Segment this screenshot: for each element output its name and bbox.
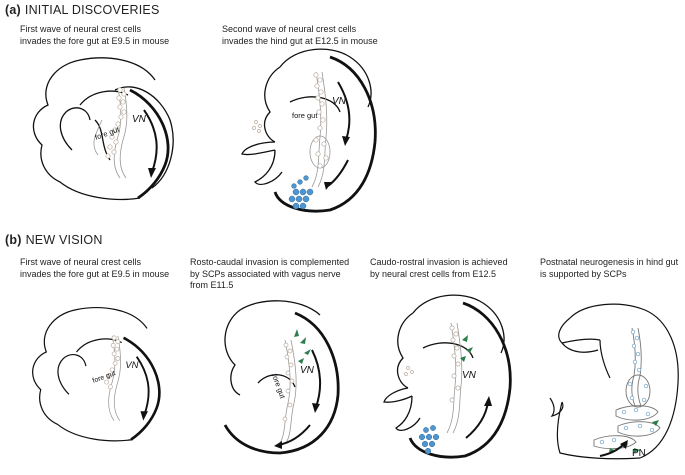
- vn-label-a2: VN: [332, 96, 347, 107]
- caption-b2: Rosto-caudal invasion is complemented by…: [190, 257, 350, 290]
- vn-label-b1: VN: [125, 359, 138, 370]
- vn-label-a1: VN: [132, 114, 147, 125]
- fore-gut-label-b1: fore gut: [92, 370, 117, 385]
- caption-b3: Caudo-rostral invasion is achieved by ne…: [370, 257, 508, 279]
- caption-b1: First wave of neural crest cells invades…: [20, 257, 170, 279]
- vn-label-b2: VN: [300, 365, 315, 376]
- section-b-heading: NEW VISION: [25, 233, 103, 247]
- section-a-letter: (a): [5, 3, 21, 17]
- caption-a2: Second wave of neural crest cells invade…: [222, 24, 378, 46]
- section-b-title: (b)NEW VISION: [5, 233, 103, 247]
- embryo-b1-diagram: VN fore gut: [32, 307, 161, 442]
- section-a-title: (a)INITIAL DISCOVERIES: [5, 3, 160, 17]
- embryo-b2-diagram: VN fore gut: [223, 300, 340, 455]
- vn-label-b3: VN: [462, 370, 477, 381]
- section-b-letter: (b): [5, 233, 22, 247]
- caption-a1: First wave of neural crest cells invades…: [20, 24, 170, 46]
- postnatal-b4-diagram: PN: [549, 303, 679, 460]
- embryo-b3-diagram: VN: [383, 294, 512, 459]
- embryo-a2-diagram: VN fore gut: [241, 48, 377, 213]
- caption-b4: Postnatal neurogenesis in hind gut is su…: [540, 257, 679, 279]
- pn-label: PN: [632, 448, 646, 459]
- fore-gut-label-a2: fore gut: [292, 111, 318, 120]
- embryo-a1-diagram: VN fore gut: [32, 57, 174, 201]
- section-a-heading: INITIAL DISCOVERIES: [24, 3, 160, 17]
